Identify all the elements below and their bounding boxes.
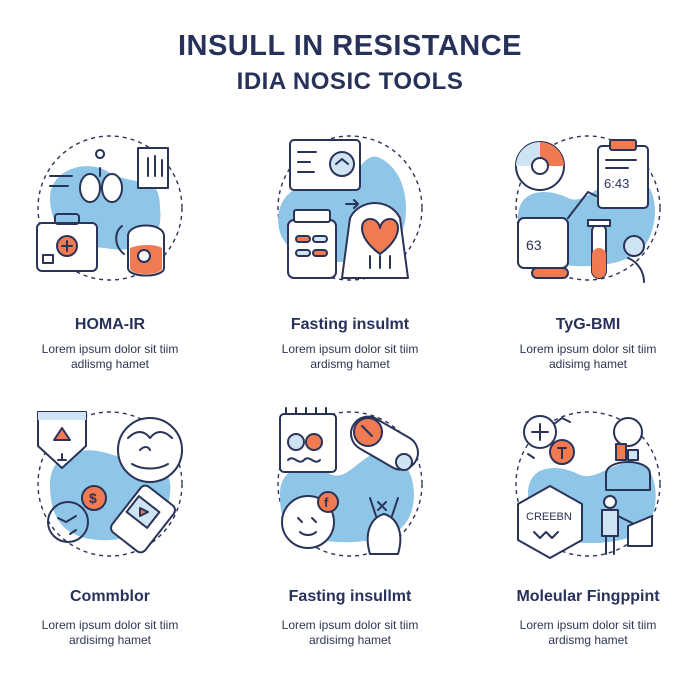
clock-readout: 6:43 <box>604 176 629 191</box>
card-desc-line2: ardismg hamet <box>548 633 628 647</box>
card-homa-ir: HOMA-IR Lorem ipsum dolor sit tiim adlis… <box>10 128 210 388</box>
calculator-device-icon: $ <box>37 411 183 557</box>
card-desc-line1: Lorem ipsum dolor sit tiim <box>281 342 419 356</box>
card-title: Fasting insullmt <box>288 588 412 605</box>
card-desc-line2: ardisimg hamet <box>68 633 152 647</box>
report-analysis-icon: 6:43 63 <box>515 135 661 283</box>
hexagon-label: CREEBN <box>526 511 572 523</box>
card-fasting-insulin: Fasting insulmt Lorem ipsum dolor sit ti… <box>250 128 450 388</box>
card-commblor: $ Commblor Lorem ipsum dolor sit tiim ar… <box>10 404 210 664</box>
card-title: Commblor <box>70 588 150 605</box>
card-title: HOMA-IR <box>74 316 146 333</box>
badge-letter: f <box>324 495 329 510</box>
card-fasting-insulin-2: f Fasting insullmt Lorem ipsum dolor sit… <box>250 404 450 664</box>
card-title: TyG-BMI <box>555 316 621 333</box>
card-title: Fasting insulmt <box>290 316 410 333</box>
card-desc-line1: Lorem ipsum dolor sit tiim <box>281 618 419 632</box>
card-desc-line1: Lorem ipsum dolor sit tiim <box>41 342 179 356</box>
page-title: INSULL IN RESISTANCE <box>177 30 523 62</box>
card-desc-line2: adlismg hamet <box>70 357 150 371</box>
card-tyg-bmi: 6:43 63 TyG-BMI Lorem ipsum dolor sit ti… <box>488 128 688 388</box>
card-molecular-fingerprint: CREEBN Moleular Fingppint Lorem ipsum do… <box>488 404 688 664</box>
lab-test-icon <box>277 135 423 281</box>
molecular-fingerprint-icon: CREEBN <box>515 411 661 559</box>
card-title: Moleular Fingppint <box>516 588 660 605</box>
card-desc-line2: ardisimg hamet <box>308 633 392 647</box>
coin-symbol: $ <box>89 490 97 506</box>
page-subtitle: IDIA NOSIC TOOLS <box>236 68 464 95</box>
tablet-readout: 63 <box>526 237 542 253</box>
card-desc-line1: Lorem ipsum dolor sit tiim <box>41 618 179 632</box>
clinical-kit-icon <box>36 135 183 281</box>
card-desc-line1: Lorem ipsum dolor sit tiim <box>519 618 657 632</box>
patient-monitor-icon: f <box>277 407 423 557</box>
card-desc-line1: Lorem ipsum dolor sit tiim <box>519 342 657 356</box>
card-desc-line2: adisimg hamet <box>548 357 628 371</box>
card-desc-line2: ardismg hamet <box>310 357 390 371</box>
